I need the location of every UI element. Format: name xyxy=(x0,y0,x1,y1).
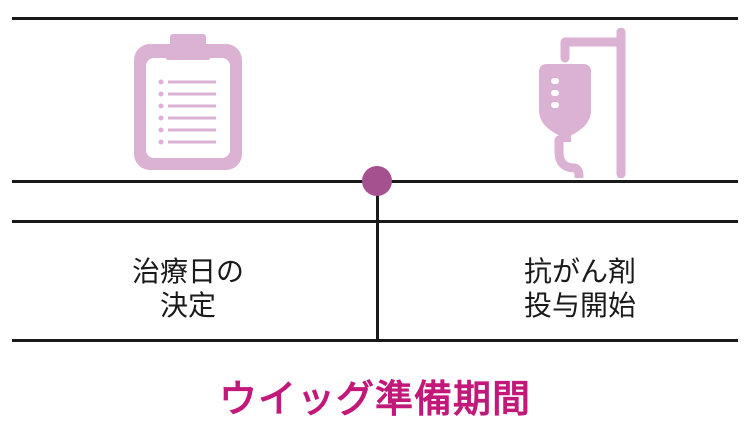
wig-preparation-period-caption: ウイッグ準備期間 xyxy=(218,377,531,421)
column-divider xyxy=(376,181,379,341)
iv-drip-icon xyxy=(539,28,626,178)
chemo-start-label: 抗がん剤 投与開始 xyxy=(430,255,730,323)
treatment-date-label-line-2: 決定 xyxy=(159,289,216,322)
chemo-start-label-line-2: 投与開始 xyxy=(523,289,636,322)
treatment-date-label-line-1: 治療日の xyxy=(131,255,244,288)
clipboard-icon xyxy=(134,34,242,170)
top-divider xyxy=(12,17,738,20)
timeline-marker xyxy=(362,166,392,196)
chemo-start-label-line-1: 抗がん剤 xyxy=(523,255,636,288)
label-row-top-divider xyxy=(12,220,738,223)
bottom-divider xyxy=(12,339,738,342)
treatment-date-label: 治療日の 決定 xyxy=(38,255,338,323)
